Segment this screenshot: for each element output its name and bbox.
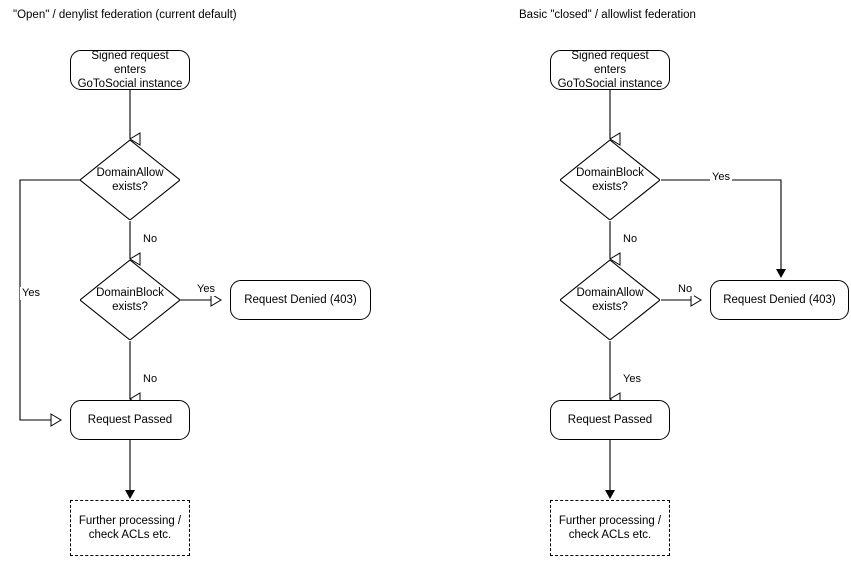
node-further-processing: Further processing / check ACLs etc. bbox=[70, 500, 190, 556]
node-decision-domainblock-exists-right: DomainBlock exists? bbox=[560, 140, 660, 220]
node-label: DomainBlock exists? bbox=[576, 167, 644, 193]
node-label: Request Passed bbox=[567, 414, 653, 426]
node-label: Request Denied (403) bbox=[723, 294, 836, 306]
edge-label-domainblock-no-right: No bbox=[621, 233, 640, 246]
edge-label-domainallow-no: No bbox=[141, 233, 160, 246]
node-signed-request-enters: Signed request enters GoToSocial instanc… bbox=[70, 50, 190, 90]
node-decision-domainallow-exists: DomainAllow exists? bbox=[80, 140, 180, 220]
edge-label-domainallow-yes-right: Yes bbox=[621, 373, 643, 386]
node-request-passed-right: Request Passed bbox=[550, 400, 670, 440]
edge-label-domainallow-yes: Yes bbox=[20, 287, 42, 300]
edge-label-domainblock-no: No bbox=[141, 373, 160, 386]
node-decision-domainallow-exists-right: DomainAllow exists? bbox=[560, 260, 660, 340]
node-request-passed: Request Passed bbox=[70, 400, 190, 440]
node-request-denied: Request Denied (403) bbox=[230, 280, 371, 320]
node-request-denied-right: Request Denied (403) bbox=[710, 280, 849, 320]
node-label: DomainAllow exists? bbox=[576, 287, 644, 313]
edge-domainblock-yes-to-request-denied-right bbox=[661, 179, 786, 278]
node-label: DomainAllow exists? bbox=[96, 167, 164, 193]
node-label: Request Denied (403) bbox=[244, 294, 357, 306]
node-label: Signed request enters GoToSocial instanc… bbox=[77, 50, 183, 90]
diagram-title-closed-allowlist: Basic "closed" / allowlist federation bbox=[519, 9, 696, 21]
node-further-processing-right: Further processing / check ACLs etc. bbox=[550, 500, 670, 556]
node-signed-request-enters-right: Signed request enters GoToSocial instanc… bbox=[550, 50, 670, 90]
node-label: DomainBlock exists? bbox=[96, 287, 164, 313]
node-decision-domainblock-exists: DomainBlock exists? bbox=[80, 260, 180, 340]
edge-label-domainallow-no-right: No bbox=[676, 283, 695, 296]
node-label: Further processing / check ACLs etc. bbox=[78, 515, 182, 541]
diagram-title-open-denylist: "Open" / denylist federation (current de… bbox=[13, 9, 237, 21]
edge-label-domainblock-yes-right: Yes bbox=[710, 171, 732, 184]
node-label: Signed request enters GoToSocial instanc… bbox=[557, 50, 663, 90]
node-label: Request Passed bbox=[87, 414, 173, 426]
edge-label-domainblock-yes: Yes bbox=[195, 283, 217, 296]
node-label: Further processing / check ACLs etc. bbox=[558, 515, 662, 541]
edge-domainallow-yes-to-request-passed bbox=[19, 179, 80, 427]
